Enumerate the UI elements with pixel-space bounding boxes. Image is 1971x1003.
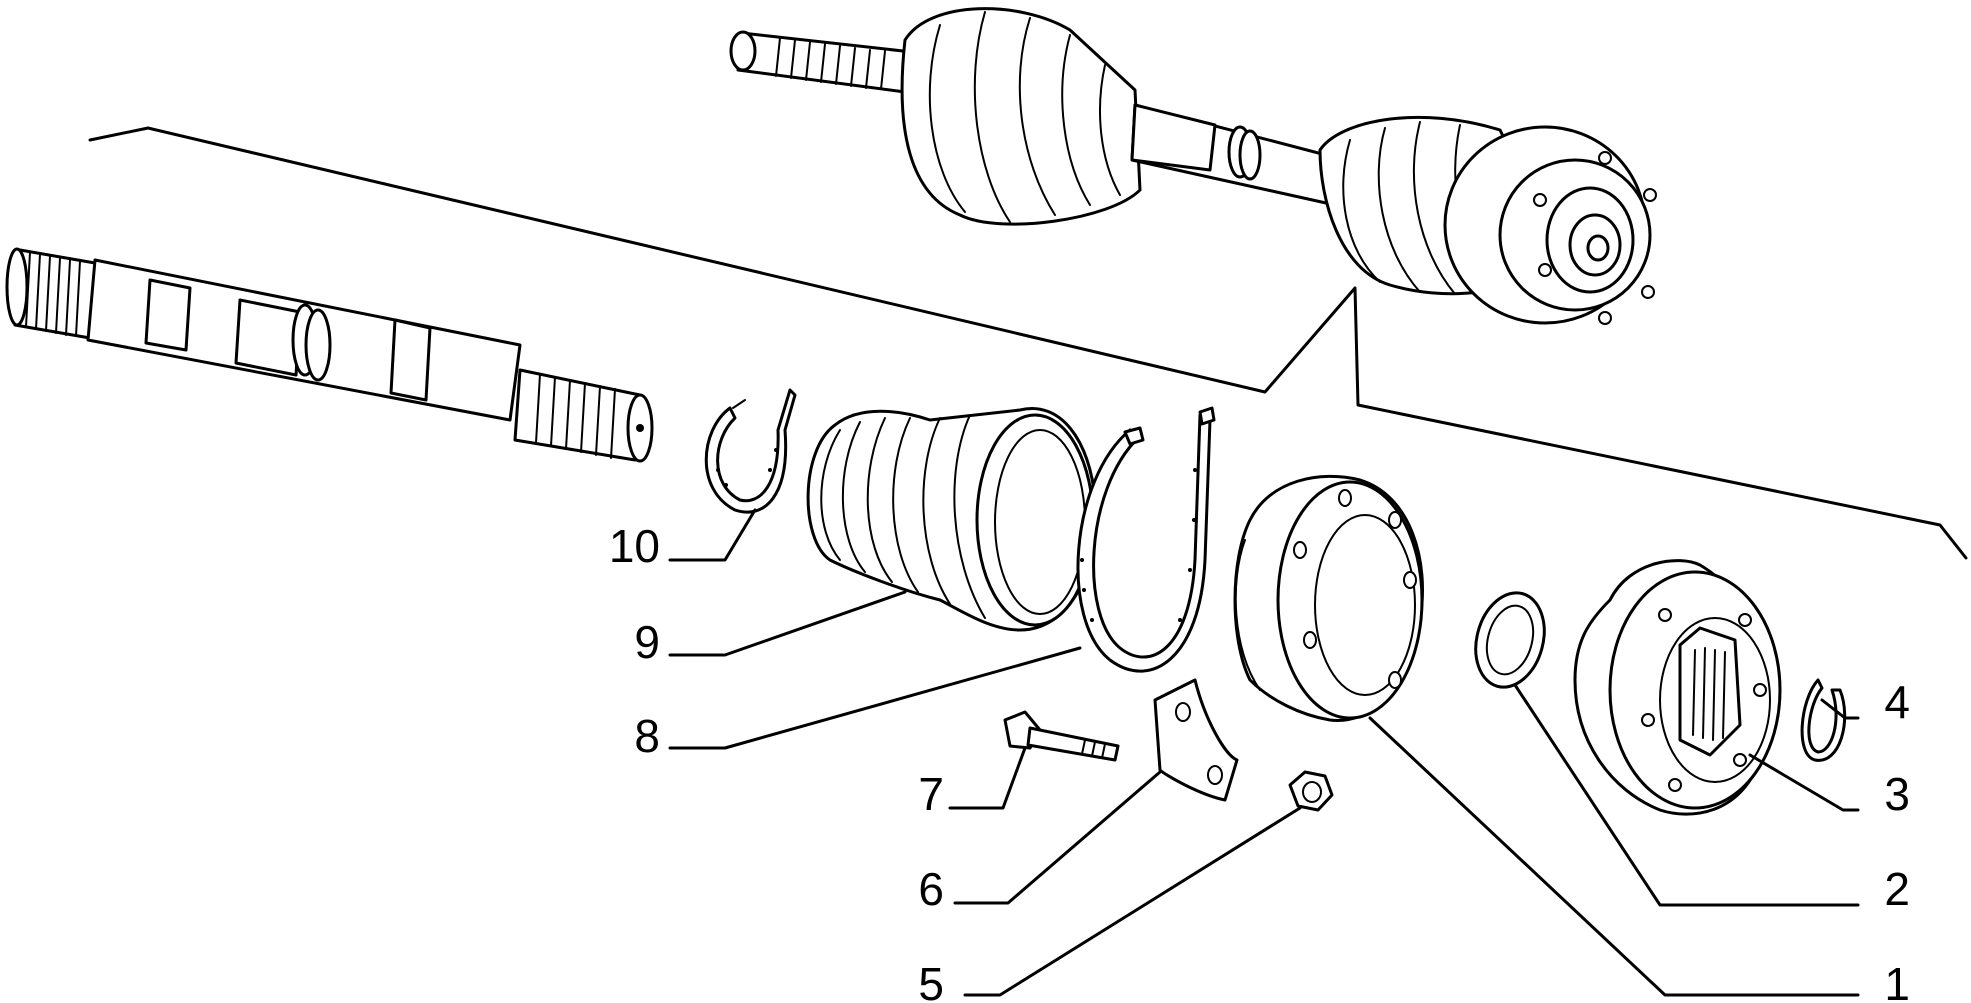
leader-5 <box>963 806 1302 997</box>
callout-10: 10 <box>609 520 660 572</box>
callout-9: 9 <box>634 616 660 668</box>
callout-4: 4 <box>1884 676 1910 728</box>
leader-7 <box>948 746 1027 810</box>
leader-10 <box>668 508 757 562</box>
callout-5: 5 <box>918 958 944 1003</box>
callout-7: 7 <box>918 768 944 820</box>
nut <box>1288 770 1334 812</box>
leader-2 <box>1513 683 1860 907</box>
callout-6: 6 <box>918 863 944 915</box>
circlip <box>1800 678 1847 762</box>
group-bracket-line <box>88 126 1968 560</box>
long-drive-shaft <box>5 247 654 463</box>
callout-1: 1 <box>1884 958 1910 1003</box>
leader-lines <box>668 508 1860 997</box>
callout-3: 3 <box>1884 768 1910 820</box>
plate <box>1153 678 1239 802</box>
boot <box>806 407 1098 632</box>
flange-cover <box>1233 474 1424 722</box>
small-clamp <box>704 388 797 514</box>
large-clamp <box>1076 406 1216 673</box>
leader-8 <box>668 646 1082 750</box>
leader-6 <box>953 770 1162 905</box>
callout-8: 8 <box>634 710 660 762</box>
bolt <box>1003 710 1120 762</box>
callout-labels: 1 2 3 4 5 6 7 8 9 10 <box>609 520 1910 1003</box>
leader-4 <box>1820 698 1860 720</box>
callout-2: 2 <box>1884 863 1910 915</box>
leader-3 <box>1748 753 1860 812</box>
leader-1 <box>1368 716 1860 997</box>
washer <box>1474 591 1546 689</box>
assembled-drive-shaft <box>729 7 1657 325</box>
leader-9 <box>668 590 907 657</box>
joint-housing <box>1573 559 1782 816</box>
